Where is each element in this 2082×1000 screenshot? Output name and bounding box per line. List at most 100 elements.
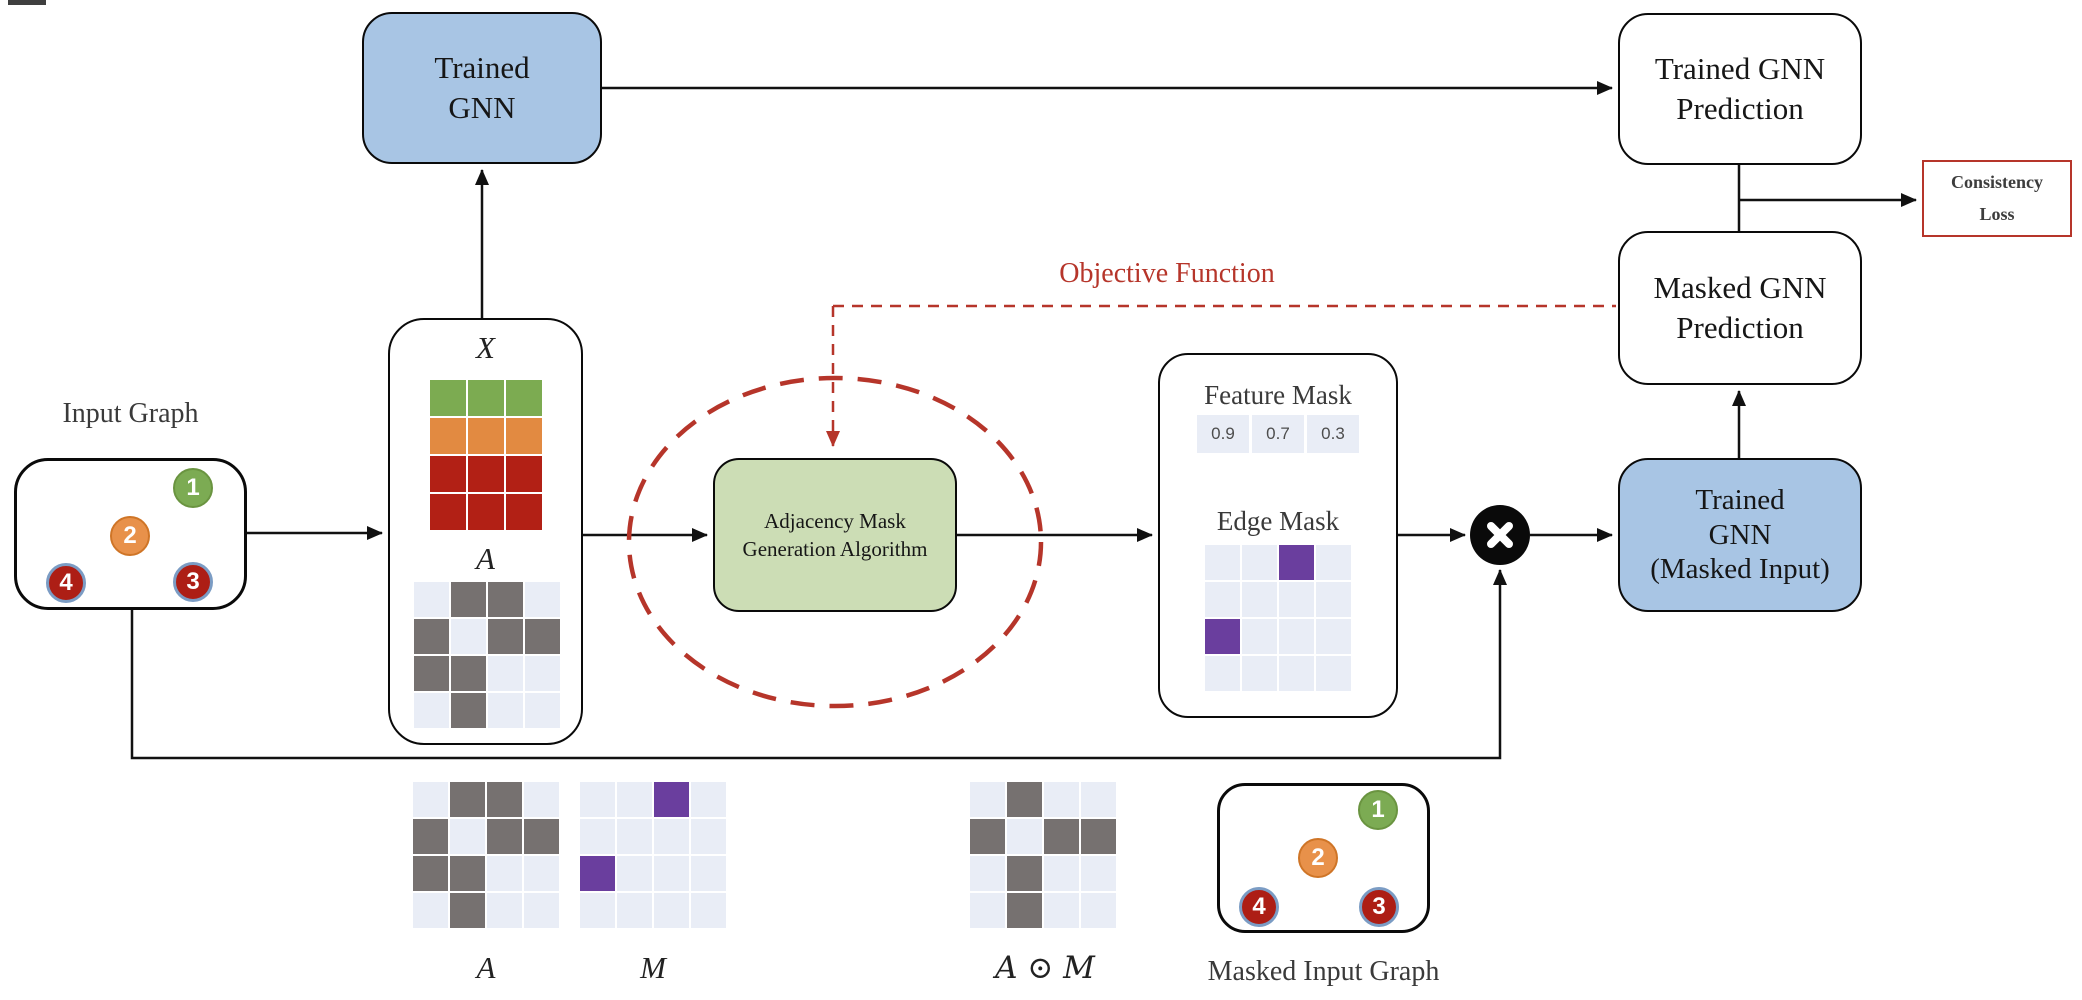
matrix-cell <box>617 856 652 891</box>
trained-gnn-box: Trained GNN <box>362 12 602 164</box>
input-graph-node-1: 1 <box>173 468 213 508</box>
matrix-cell <box>525 656 560 691</box>
adjacency-box-line2: Generation Algorithm <box>742 537 928 561</box>
matrix-cell <box>414 656 449 691</box>
matrix-cell <box>451 582 486 617</box>
a-matrix-label: A <box>476 541 495 576</box>
matrix-cell <box>1316 582 1351 617</box>
matrix-cell <box>413 856 448 891</box>
matrix-cell <box>524 782 559 817</box>
masked-graph-node-3: 3 <box>1359 887 1399 927</box>
matrix-cell <box>1081 856 1116 891</box>
a-odot-m-label: A ⊙ M <box>995 950 1095 986</box>
top-left-artifact <box>8 0 46 5</box>
matrix-cell <box>1044 782 1079 817</box>
matrix-cell <box>506 380 542 416</box>
matrix-cell <box>487 782 522 817</box>
matrix-cell <box>506 456 542 492</box>
matrix-cell <box>1279 619 1314 654</box>
matrix-cell <box>654 819 689 854</box>
matrix-cell <box>1205 656 1240 691</box>
masked-graph-node-2: 2 <box>1298 838 1338 878</box>
trained-gnn-prediction-box: Trained GNN Prediction <box>1618 13 1862 165</box>
matrix-cell <box>970 782 1005 817</box>
masked-gnn-prediction-box: Masked GNN Prediction <box>1618 231 1862 385</box>
matrix-cell <box>970 819 1005 854</box>
matrix-cell <box>468 418 504 454</box>
matrix-cell <box>1316 656 1351 691</box>
matrix-cell <box>524 819 559 854</box>
matrix-cell <box>451 619 486 654</box>
matrix-cell <box>1007 856 1042 891</box>
matrix-cell <box>430 494 466 530</box>
a-matrix-bottom <box>413 782 559 928</box>
matrix-cell <box>617 782 652 817</box>
matrix-cell <box>1316 619 1351 654</box>
matrix-cell <box>506 418 542 454</box>
matrix-cell <box>1242 619 1277 654</box>
matrix-cell <box>1316 545 1351 580</box>
matrix-cell <box>468 494 504 530</box>
matrix-cell <box>414 582 449 617</box>
masked-graph-node-1: 1 <box>1358 790 1398 830</box>
matrix-cell <box>1279 656 1314 691</box>
x-matrix-label: X <box>476 330 495 365</box>
matrix-cell <box>1081 819 1116 854</box>
input-graph-node-2: 2 <box>110 516 150 556</box>
matrix-cell <box>468 456 504 492</box>
trained-gnn-label-line1: Trained <box>434 50 530 86</box>
matrix-cell <box>1044 893 1079 928</box>
matrix-cell <box>488 656 523 691</box>
matrix-cell <box>617 893 652 928</box>
matrix-cell <box>1081 893 1116 928</box>
matrix-cell <box>1242 545 1277 580</box>
trained-gnn-prediction-line1: Trained GNN <box>1654 51 1826 87</box>
masked-gnn-prediction-line2: Prediction <box>1676 310 1804 345</box>
masked-graph-node-4: 4 <box>1239 887 1279 927</box>
multiply-icon <box>1487 522 1513 548</box>
matrix-cell <box>1205 582 1240 617</box>
matrix-cell <box>525 693 560 728</box>
consistency-loss-line2: Loss <box>1979 203 2015 224</box>
matrix-cell <box>525 582 560 617</box>
matrix-cell <box>430 456 466 492</box>
matrix-cell <box>1205 619 1240 654</box>
matrix-cell <box>1279 582 1314 617</box>
matrix-cell <box>430 380 466 416</box>
matrix-cell <box>970 856 1005 891</box>
matrix-cell <box>450 782 485 817</box>
consistency-loss-box: Consistency Loss <box>1922 160 2072 237</box>
matrix-cell <box>1007 782 1042 817</box>
matrix-cell <box>580 893 615 928</box>
matrix-cell <box>413 893 448 928</box>
trained-gnn-masked-line3: (Masked Input) <box>1650 553 1830 586</box>
matrix-cell <box>524 893 559 928</box>
matrix-cell <box>691 782 726 817</box>
adjacency-box-line1: Adjacency Mask <box>764 508 906 533</box>
trained-gnn-masked-line2: GNN <box>1708 518 1772 551</box>
matrix-cell <box>430 418 466 454</box>
adjacency-mask-generation-box: Adjacency Mask Generation Algorithm <box>713 458 957 612</box>
matrix-cell <box>487 893 522 928</box>
feature-mask-value: 0.7 <box>1252 415 1304 453</box>
matrix-cell <box>691 893 726 928</box>
matrix-cell <box>970 893 1005 928</box>
trained-gnn-label-line2: GNN <box>448 90 516 125</box>
trained-gnn-prediction-line2: Prediction <box>1676 91 1804 126</box>
trained-gnn-masked-line1: Trained <box>1695 483 1785 516</box>
a-odot-m-matrix <box>970 782 1116 928</box>
matrix-cell <box>580 856 615 891</box>
input-graph-title: Input Graph <box>62 398 199 429</box>
consistency-loss-line1: Consistency <box>1950 172 2043 192</box>
edge-mask-title: Edge Mask <box>1216 506 1340 536</box>
matrix-cell <box>691 856 726 891</box>
matrix-cell <box>487 819 522 854</box>
matrix-cell <box>617 819 652 854</box>
matrix-cell <box>580 782 615 817</box>
m-mask-matrix <box>580 782 726 928</box>
matrix-cell <box>654 856 689 891</box>
matrix-cell <box>450 819 485 854</box>
matrix-cell <box>488 693 523 728</box>
matrix-cell <box>654 782 689 817</box>
